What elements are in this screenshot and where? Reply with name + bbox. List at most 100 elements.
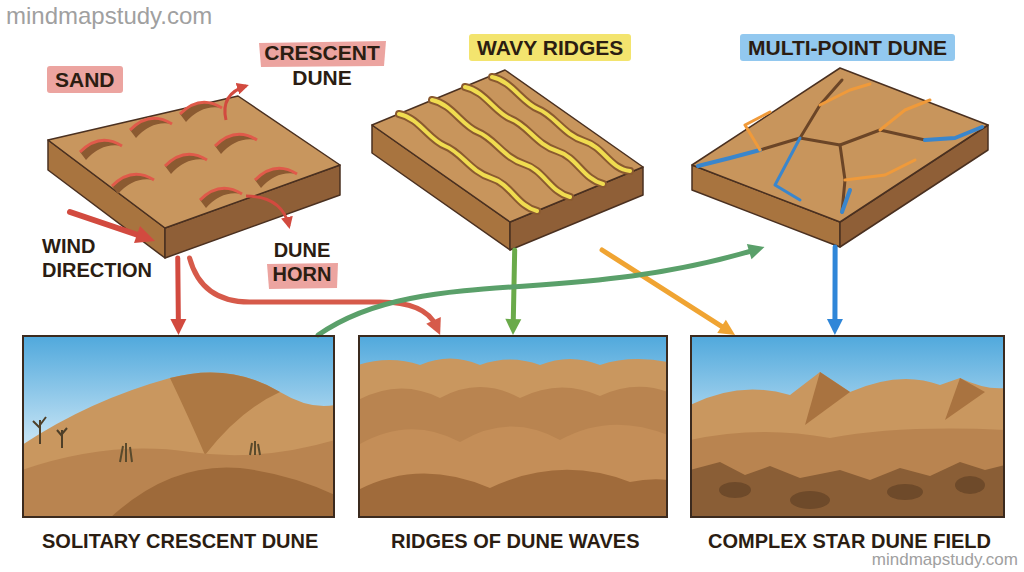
callout-label: DUNE HORN (252, 238, 352, 286)
dune-waves-scene (358, 335, 668, 518)
wavy-ridge-lines (465, 87, 603, 184)
dune-waves-scene (358, 335, 668, 518)
wind-arrow (134, 226, 155, 243)
wavy-ridge-lines (465, 87, 603, 184)
wavy-ridges-block-drawing (372, 70, 643, 250)
crescent-dune-drawing (215, 134, 257, 146)
crescent-dune-drawing (180, 102, 222, 114)
crescent-dune-drawing (112, 174, 154, 186)
crescent-dune-scene (22, 335, 335, 518)
multi-point-block: MULTI-POINT DUNE (690, 65, 988, 247)
sand-block-drawing (48, 96, 340, 228)
leader-arrow (225, 86, 246, 120)
leader-arrow (225, 86, 289, 226)
sand-block-drawing (48, 96, 340, 258)
crescent-dune-drawing (200, 188, 242, 208)
star-dune-scene (690, 335, 1005, 518)
dune-waves-scene (358, 359, 668, 519)
multi-point-block-drawing (692, 68, 988, 222)
star-dune-scene (887, 484, 923, 500)
multi-point-block-drawing (692, 68, 988, 247)
scene-panel: COMPLEX STAR DUNE FIELD (690, 335, 1005, 518)
crescent-dune-drawing (255, 168, 297, 188)
flow-arrow (505, 250, 521, 335)
crescent-dune-drawing (80, 102, 297, 208)
star-ridge-lines (760, 130, 925, 150)
watermark: mindmapstudy.com (858, 550, 1018, 570)
star-dune-scene (790, 491, 830, 509)
star-dune-scene (690, 372, 1005, 518)
panel-caption: SOLITARY CRESCENT DUNE (42, 529, 318, 553)
dune-waves-scene (358, 387, 668, 518)
star-dune-scene (955, 476, 985, 494)
flow-arrow (170, 258, 186, 335)
wavy-ridges-block: WAVY RIDGES (370, 70, 643, 250)
block-title: WAVY RIDGES (469, 34, 631, 61)
dune-waves-scene (358, 425, 668, 518)
crescent-dune-scene (22, 335, 335, 518)
crescent-dune-scene (170, 372, 280, 455)
wind-arrow (70, 212, 138, 235)
flow-line (175, 258, 181, 325)
crescent-dune-drawing (112, 174, 154, 194)
watermark: mindmapstudy.com (6, 2, 266, 31)
crescent-dune-drawing (130, 118, 172, 138)
sand-block: SAND (45, 95, 340, 258)
scene-panel: SOLITARY CRESCENT DUNE (22, 335, 335, 518)
star-ridge-lines (698, 80, 982, 212)
star-ridge-lines (880, 100, 930, 130)
star-dune-scene (690, 335, 1005, 518)
crescent-dune-drawing (80, 140, 122, 152)
wavy-ridges-block-drawing (372, 70, 643, 222)
crescent-dune-drawing (215, 134, 257, 154)
callout-label: CRESCENT DUNE (257, 40, 387, 90)
crescent-dune-scene (22, 372, 335, 518)
star-ridge-lines (800, 80, 842, 138)
panel-caption: COMPLEX STAR DUNE FIELD (708, 529, 991, 553)
wavy-ridge-lines (492, 77, 630, 171)
panel-caption: RIDGES OF DUNE WAVES (391, 529, 640, 553)
dune-waves-scene (358, 470, 668, 518)
star-dune-scene (690, 429, 1005, 518)
flow-arrow (827, 247, 843, 335)
crescent-dune-drawing (80, 140, 122, 160)
crescent-dune-drawing (165, 154, 207, 174)
wavy-ridge-lines (399, 77, 630, 211)
star-dune-scene (690, 462, 1005, 518)
star-ridge-lines (845, 160, 915, 180)
star-ridge-lines (775, 138, 800, 200)
arrow-head (426, 317, 441, 335)
crescent-dune-scene (110, 467, 335, 518)
star-ridge-lines (698, 150, 760, 166)
crescent-dune-drawing (165, 154, 207, 166)
crescent-dune-scene (33, 417, 67, 448)
arrow-head (827, 319, 843, 335)
star-ridge-lines (842, 190, 850, 212)
star-ridge-lines (745, 112, 770, 150)
crescent-dune-drawing (200, 188, 242, 200)
star-ridge-lines (925, 127, 982, 140)
crescent-dune-drawing (255, 168, 297, 180)
star-dune-scene (719, 482, 751, 498)
arrow-head (717, 320, 735, 335)
flow-line (832, 247, 837, 325)
crescent-dune-scene (120, 441, 260, 462)
wavy-ridge-lines (492, 77, 630, 171)
flow-line (318, 250, 755, 335)
block-title: SAND (47, 66, 123, 93)
crescent-dune-drawing (130, 118, 172, 130)
crescent-dune-scene (22, 440, 335, 518)
star-ridge-lines (820, 84, 870, 105)
arrow-head (170, 319, 186, 335)
callout-label: WIND DIRECTION (42, 234, 162, 282)
arrow-head (505, 319, 521, 335)
star-dune-scene (805, 372, 850, 425)
block-title: MULTI-POINT DUNE (740, 34, 955, 61)
scene-panel: RIDGES OF DUNE WAVES (358, 335, 668, 518)
star-dune-scene (945, 378, 985, 420)
crescent-dune-drawing (180, 102, 222, 122)
flow-arrow (318, 244, 764, 335)
arrow-head (747, 244, 765, 259)
